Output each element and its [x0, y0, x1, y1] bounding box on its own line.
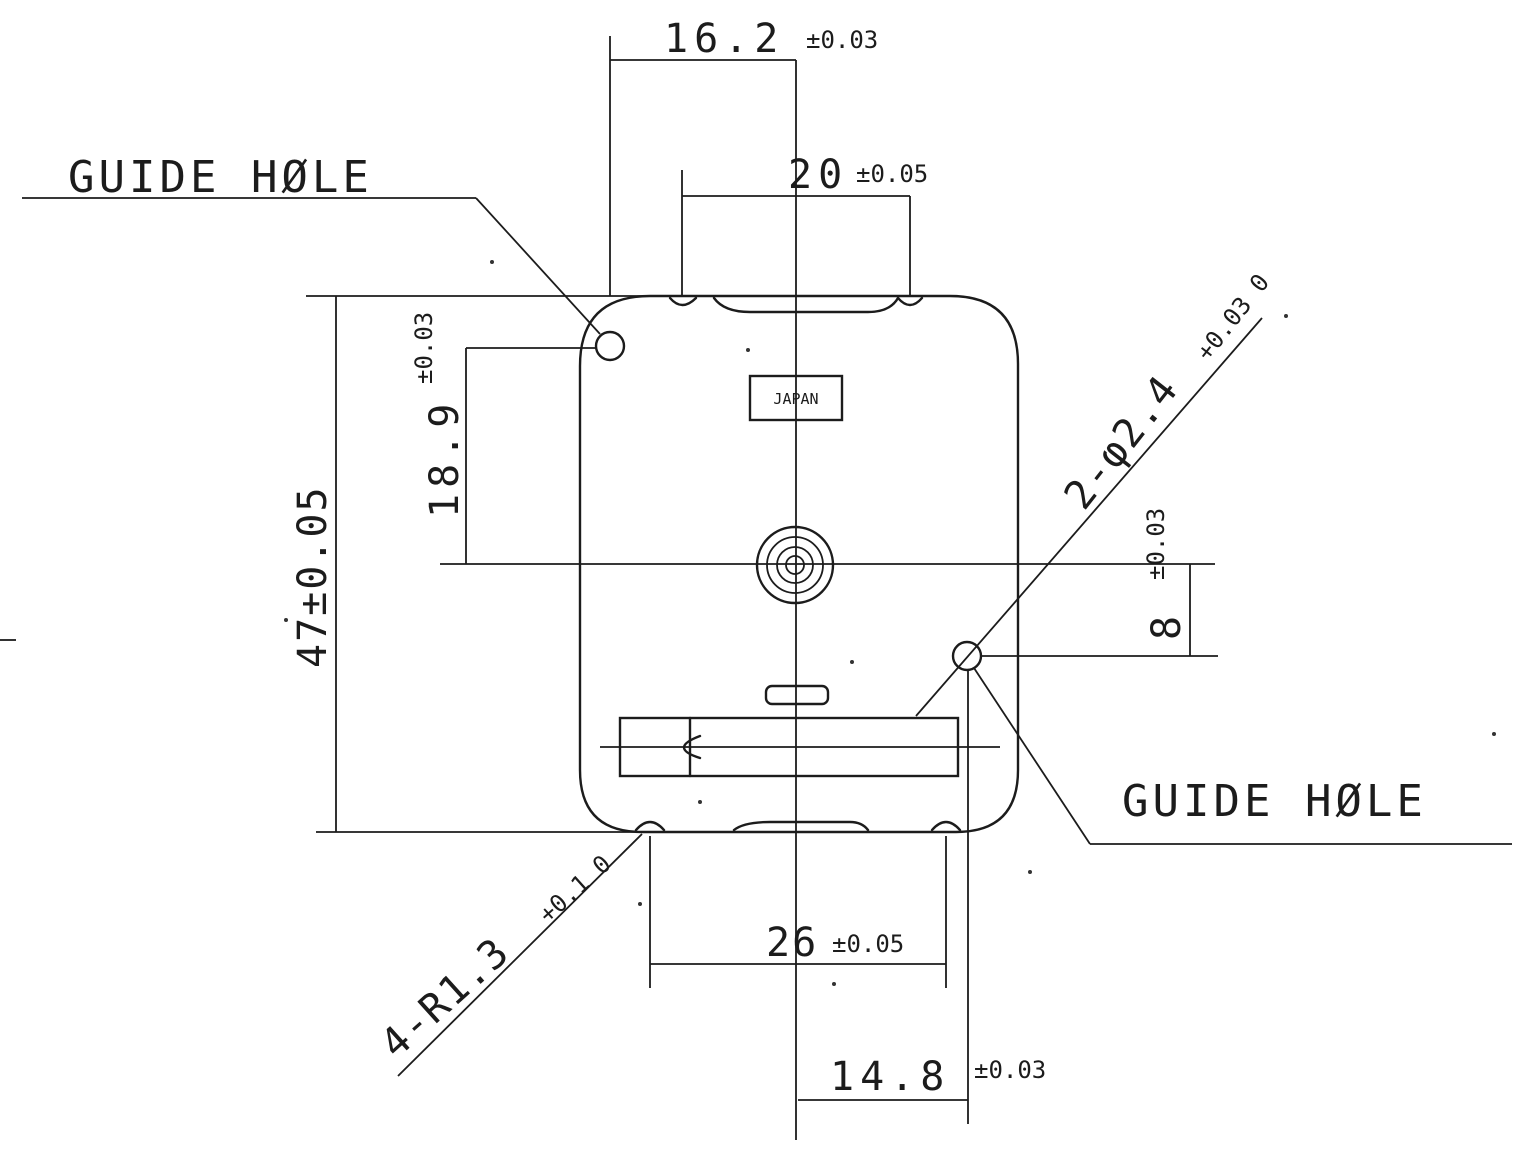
bottom-right-corner-hole	[930, 820, 962, 832]
bottom-slot	[732, 820, 870, 832]
top-left-corner-hole	[668, 296, 698, 307]
svg-text:±0.03: ±0.03	[974, 1056, 1046, 1084]
svg-text:+0.1 0: +0.1 0	[533, 850, 616, 929]
small-slot	[764, 684, 830, 706]
svg-text:±0.03: ±0.03	[410, 312, 438, 384]
svg-text:47±0.05: 47±0.05	[290, 485, 336, 668]
svg-text:4-R1.3: 4-R1.3	[372, 929, 519, 1068]
dim-4-r1-3: 4-R1.3 +0.1 0	[372, 833, 643, 1077]
dim-20: 20 ±0.05	[681, 152, 928, 296]
svg-text:16.2: 16.2	[664, 16, 784, 62]
svg-text:GUIDE HØLE: GUIDE HØLE	[1122, 776, 1427, 827]
dim-8: 8 ±0.03	[980, 508, 1218, 657]
svg-text:20: 20	[788, 152, 848, 198]
japan-label-box	[748, 374, 844, 422]
guide-hole-top-left	[594, 330, 626, 362]
dim-18-9: 18.9 ±0.03	[410, 312, 596, 564]
dim-2-phi-2-4: 2-φ2.4 +0.03 0	[915, 269, 1275, 717]
dim-47: 47±0.05	[290, 295, 650, 833]
svg-text:2-φ2.4: 2-φ2.4	[1056, 367, 1189, 519]
guide-hole-label-top: GUIDE HØLE	[22, 152, 601, 335]
svg-text:±0.05: ±0.05	[832, 930, 904, 958]
svg-text:26: 26	[766, 920, 818, 966]
svg-text:GUIDE HØLE: GUIDE HØLE	[68, 152, 373, 203]
svg-text:±0.03: ±0.03	[1142, 508, 1170, 580]
center-shaft	[755, 525, 835, 605]
svg-text:14.8: 14.8	[830, 1054, 950, 1100]
svg-text:±0.03: ±0.03	[806, 26, 878, 54]
top-right-corner-hole	[896, 296, 924, 307]
dim-16-2: 16.2 ±0.03	[609, 16, 878, 296]
bottom-left-corner-hole	[634, 820, 666, 832]
scan-noise	[0, 260, 1496, 986]
japan-mark: JAPAN	[773, 390, 818, 408]
guide-hole-label-bottom: GUIDE HØLE	[973, 667, 1512, 845]
svg-text:±0.05: ±0.05	[856, 160, 928, 188]
movement-body-outline	[578, 294, 1020, 834]
svg-text:8: 8	[1144, 610, 1190, 640]
top-slot	[712, 296, 900, 314]
svg-text:18.9: 18.9	[422, 398, 468, 518]
dim-26: 26 ±0.05	[649, 836, 947, 988]
dim-14-8: 14.8 ±0.03	[798, 670, 1046, 1124]
